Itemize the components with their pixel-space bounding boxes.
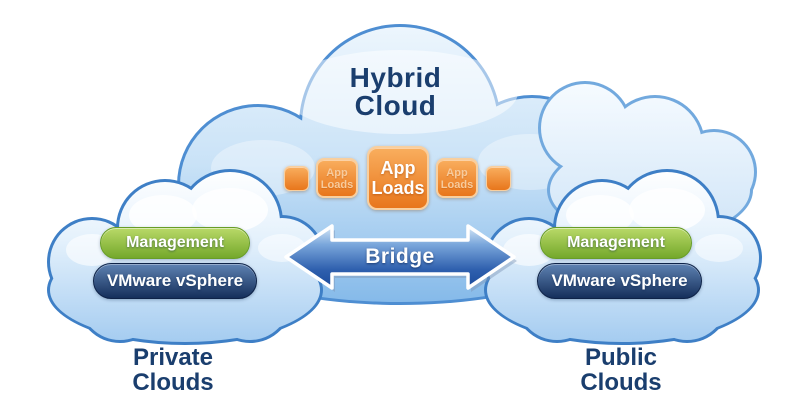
public-caption-line1: Public <box>584 344 657 371</box>
private-vsphere-pill: VMware vSphere <box>93 263 257 299</box>
hybrid-cloud-title: Hybrid Cloud <box>313 64 478 120</box>
public-vsphere-pill: VMware vSphere <box>537 263 702 299</box>
hybrid-title-line2: Cloud <box>354 90 437 121</box>
public-clouds-caption: Public Clouds <box>546 345 696 395</box>
app-load-label-line1: App <box>446 167 468 179</box>
app-load-box-medium-left: App Loads <box>316 158 358 198</box>
public-vsphere-label: VMware vSphere <box>551 271 688 290</box>
private-management-label: Management <box>126 234 224 251</box>
public-caption-line2: Clouds <box>580 369 662 396</box>
cloud-gloss-highlight <box>503 188 743 266</box>
bridge-label: Bridge <box>365 245 435 268</box>
app-load-label-line2: Loads <box>440 179 474 191</box>
app-load-box-medium-right: App Loads <box>436 158 478 198</box>
private-caption-line2: Clouds <box>132 369 214 396</box>
app-load-label-line2: Loads <box>320 179 354 191</box>
private-management-pill: Management <box>100 227 250 259</box>
private-clouds-caption: Private Clouds <box>98 345 248 395</box>
hybrid-title-line1: Hybrid <box>349 62 442 93</box>
app-load-label-line1: App <box>326 167 348 179</box>
bridge-arrow-icon <box>284 224 516 290</box>
app-load-box-small-left <box>284 166 309 191</box>
private-caption-line1: Private <box>132 344 214 371</box>
app-load-label-line2: Loads <box>371 178 425 198</box>
app-load-box-center: App Loads <box>367 146 429 210</box>
public-management-pill: Management <box>540 227 692 259</box>
app-load-label-line1: App <box>380 158 416 178</box>
app-load-box-small-right <box>486 166 511 191</box>
public-management-label: Management <box>567 234 665 251</box>
private-vsphere-label: VMware vSphere <box>106 271 244 290</box>
